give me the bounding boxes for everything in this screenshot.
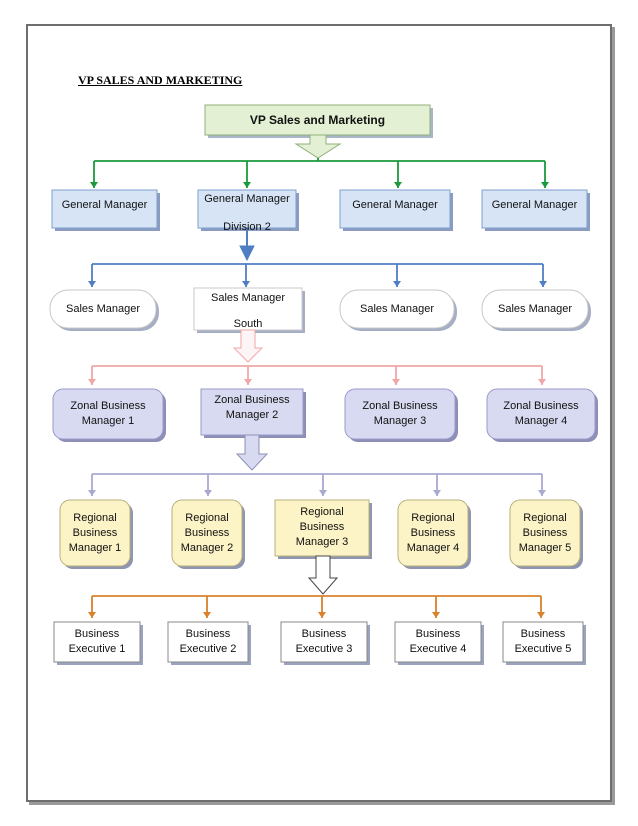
regional-manager-label-4-text: Regional Business Manager 4 xyxy=(406,511,460,554)
regional-manager-box-4 xyxy=(397,499,469,567)
blue-bus-drop-4-head xyxy=(539,281,547,287)
zonal-manager-box-2 xyxy=(200,388,304,436)
pink-bus-drop-2-head xyxy=(244,379,252,385)
orange-bus-drop-5-head xyxy=(537,612,545,618)
top-box-label: VP Sales and Marketing xyxy=(205,105,430,135)
regional-manager-label-2-text: Regional Business Manager 2 xyxy=(180,511,234,554)
sm2-down-arrow xyxy=(232,329,264,363)
general-manager-box-2 xyxy=(197,189,297,229)
pink-bus-drop-4-head xyxy=(538,379,546,385)
general-manager-label-3-text: General Manager xyxy=(352,198,438,211)
sales-manager-label-3-text: Sales Manager xyxy=(360,302,434,315)
top-box-label-text: VP Sales and Marketing xyxy=(249,112,386,127)
regional-manager-label-3-text: Regional Business Manager 3 xyxy=(295,505,349,548)
sales-manager-label-1: Sales Manager xyxy=(50,290,156,328)
page-heading: VP SALES AND MARKETING xyxy=(78,73,243,87)
lavender-bus-drop-2-head xyxy=(204,490,212,496)
zonal-manager-label-1: Zonal Business Manager 1 xyxy=(53,389,163,439)
sales-manager-label-1-text: Sales Manager xyxy=(66,302,140,315)
zonal2-down-arrow xyxy=(235,434,269,471)
orange-bus-drop-1-head xyxy=(88,612,96,618)
regional-manager-label-3: Regional Business Manager 3 xyxy=(275,502,369,552)
executive-box-5 xyxy=(502,621,584,663)
general-manager-label-2: General Manager Division 2 xyxy=(198,192,296,236)
top-down-arrow xyxy=(294,134,342,159)
regional-manager-label-5: Regional Business Manager 5 xyxy=(510,500,580,566)
executive-label-1-text: Business Executive 1 xyxy=(68,628,126,655)
green-bus-drop-1-head xyxy=(90,182,98,188)
regional-manager-box-2 xyxy=(171,499,243,567)
regional-manager-label-4: Regional Business Manager 4 xyxy=(398,500,468,566)
executive-label-2-text: Business Executive 2 xyxy=(179,628,237,655)
green-bus-drop-4-head xyxy=(541,182,549,188)
zonal-manager-box-1 xyxy=(52,388,164,440)
general-manager-label-3: General Manager xyxy=(340,192,450,218)
executive-label-4-text: Business Executive 4 xyxy=(409,628,467,655)
orange-bus-drop-2-head xyxy=(203,612,211,618)
general-manager-label-2-text: General Manager Division 2 xyxy=(204,193,290,233)
executive-label-5: Business Executive 5 xyxy=(503,622,583,662)
sales-manager-label-2-text: Sales Manager South xyxy=(211,292,285,330)
general-manager-label-1-text: General Manager xyxy=(61,198,148,211)
regional-manager-label-1-text: Regional Business Manager 1 xyxy=(68,511,122,554)
top-box xyxy=(204,104,431,136)
zonal-manager-label-4: Zonal Business Manager 4 xyxy=(487,389,595,439)
blue-bus-drop-3-head xyxy=(393,281,401,287)
zonal-manager-label-2-text: Zonal Business Manager 2 xyxy=(214,394,290,421)
sales-manager-label-4: Sales Manager xyxy=(482,290,588,328)
executive-label-3: Business Executive 3 xyxy=(281,622,367,662)
pink-bus-drop-1-head xyxy=(88,379,96,385)
zonal-manager-label-3: Zonal Business Manager 3 xyxy=(345,389,455,439)
executive-label-5-text: Business Executive 5 xyxy=(514,628,572,655)
lavender-bus-drop-3-head xyxy=(319,490,327,496)
general-manager-box-1 xyxy=(51,189,158,229)
general-manager-label-1: General Manager xyxy=(52,192,157,218)
orange-bus-drop-4-head xyxy=(432,612,440,618)
regional-manager-box-3 xyxy=(274,499,370,557)
executive-label-4: Business Executive 4 xyxy=(395,622,481,662)
zonal-manager-box-3 xyxy=(344,388,456,440)
sales-manager-label-3: Sales Manager xyxy=(340,290,454,328)
gm2-down-arrow xyxy=(239,227,255,262)
zonal-manager-label-3-text: Zonal Business Manager 3 xyxy=(362,400,438,427)
lavender-bus-drop-5-head xyxy=(538,490,546,496)
executive-box-2 xyxy=(167,621,249,663)
regional-manager-label-2: Regional Business Manager 2 xyxy=(172,500,242,566)
executive-label-1: Business Executive 1 xyxy=(54,622,140,662)
executive-label-3-text: Business Executive 3 xyxy=(295,628,353,655)
green-bus-drop-2-head xyxy=(243,182,251,188)
regional-manager-label-1: Regional Business Manager 1 xyxy=(60,500,130,566)
sales-manager-box-4 xyxy=(481,289,589,329)
zonal-manager-label-2: Zonal Business Manager 2 xyxy=(201,391,303,425)
general-manager-box-4 xyxy=(481,189,588,229)
regional-manager-label-5-text: Regional Business Manager 5 xyxy=(518,511,572,554)
zonal-manager-label-1-text: Zonal Business Manager 1 xyxy=(70,400,146,427)
regional-manager-box-5 xyxy=(509,499,581,567)
executive-box-4 xyxy=(394,621,482,663)
lavender-bus-drop-1-head xyxy=(88,490,96,496)
regional-manager-box-1 xyxy=(59,499,131,567)
green-bus-drop-3-head xyxy=(394,182,402,188)
blue-bus-drop-1-head xyxy=(88,281,96,287)
sales-manager-label-2: Sales Manager South xyxy=(194,292,302,332)
regional3-down-arrow xyxy=(307,555,339,595)
orange-bus-drop-3-head xyxy=(318,612,326,618)
pink-bus-drop-3-head xyxy=(392,379,400,385)
general-manager-label-4: General Manager xyxy=(482,192,587,218)
general-manager-box-3 xyxy=(339,189,451,229)
lavender-bus-drop-4-head xyxy=(433,490,441,496)
sales-manager-box-3 xyxy=(339,289,455,329)
zonal-manager-box-4 xyxy=(486,388,596,440)
zonal-manager-label-4-text: Zonal Business Manager 4 xyxy=(503,400,579,427)
executive-box-3 xyxy=(280,621,368,663)
sales-manager-box-1 xyxy=(49,289,157,329)
blue-bus-drop-2-head xyxy=(242,281,250,287)
executive-label-2: Business Executive 2 xyxy=(168,622,248,662)
sales-manager-label-4-text: Sales Manager xyxy=(498,302,572,315)
executive-box-1 xyxy=(53,621,141,663)
general-manager-label-4-text: General Manager xyxy=(491,198,578,211)
